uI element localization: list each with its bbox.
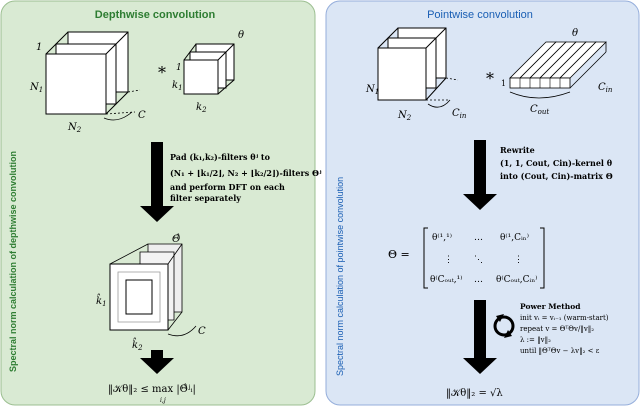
pointwise-cout-brace	[509, 91, 571, 99]
depthwise-step-arrow	[140, 142, 174, 222]
pointwise-dim-n1: N1	[365, 84, 379, 96]
pointwise-conv-operator: *	[486, 69, 494, 88]
pointwise-filter-theta: θ	[572, 28, 578, 39]
padded-theta-hat: Θ̂	[172, 234, 180, 245]
pointwise-channel-brace	[427, 99, 451, 108]
rewrite-text-line1: Rewrite	[500, 145, 535, 155]
pointwise-channels-cin: Cin	[452, 108, 467, 120]
right-side-label: Spectral norm calculation of pointwise c…	[335, 177, 345, 376]
depthwise-result-arrow	[140, 350, 174, 374]
matrix-cell-mid-right: ⋮	[514, 255, 523, 265]
filter-dim-k1: k1	[172, 80, 183, 92]
pointwise-filter-dim-one: 1	[501, 79, 506, 88]
power-iteration-loop-icon	[493, 314, 515, 338]
depthwise-result-sub: i,j	[160, 397, 166, 404]
depthwise-dim-one: 1	[36, 42, 42, 53]
depthwise-conv-operator: *	[158, 63, 166, 82]
left-panel-title: Depthwise convolution	[95, 9, 216, 21]
matrix-cell-top-mid: …	[474, 233, 483, 243]
pointwise-dim-n2: N2	[397, 110, 412, 122]
depthwise-dim-n2: N2	[67, 122, 82, 134]
matrix-cell-bot-left: θ⁽Cₒᵤₜ,¹⁾	[430, 274, 462, 285]
power-method-line4: until ‖ΘᵀΘv − λv‖₂ < ε	[520, 347, 600, 355]
power-method-title: Power Method	[520, 302, 581, 311]
matrix-cell-top-right: θ⁽¹,Cᵢₙ⁾	[500, 232, 529, 243]
pad-text-line2: (N₁ + ⌊k₁/2⌋, N₂ + ⌊k₂/2⌋)-filters Θʲ	[170, 168, 322, 178]
matrix-cell-top-left: θ⁽¹,¹⁾	[432, 232, 452, 243]
pointwise-filter-cout: Cout	[530, 104, 549, 116]
filter-dim-k2: k2	[196, 102, 207, 114]
padded-dim-k2: k̂2	[132, 338, 143, 352]
right-panel-title: Pointwise convolution	[427, 9, 533, 21]
depthwise-channel-brace	[103, 111, 133, 121]
depthwise-channels-c: C	[138, 110, 146, 121]
power-method-line1: init vᵢ = vᵢ₋₁ (warm-start)	[520, 314, 609, 322]
pointwise-filter-cin: Cin	[598, 82, 613, 94]
depthwise-input-tensor	[45, 31, 141, 115]
pointwise-input-tensor	[377, 27, 459, 101]
pointwise-filter-tensor	[509, 41, 607, 89]
matrix-lhs: Θ =	[388, 248, 410, 261]
matrix-cell-bot-right: θ⁽Cₒᵤₜ,Cᵢₙ⁾	[496, 274, 537, 285]
pad-text-line1: Pad (k₁,k₂)-filters θʲ to	[170, 152, 271, 162]
pointwise-result-formula: ‖𝒦θ‖₂ = √λ	[446, 388, 503, 399]
power-method-line3: λ := ‖v‖₂	[520, 336, 551, 344]
padded-channels-c: C	[198, 326, 206, 337]
rewrite-text-line3: into (Cout, Cin)-matrix Θ	[500, 171, 613, 181]
matrix-cell-mid-mid: ⋱	[474, 255, 483, 265]
depthwise-filter-theta: θ	[238, 30, 244, 41]
depthwise-dim-n1: N1	[29, 82, 43, 94]
pointwise-result-arrow	[463, 300, 497, 374]
padded-channel-brace	[167, 325, 197, 337]
matrix-cell-bot-mid: …	[474, 275, 483, 285]
rewrite-text-line2: (1, 1, Cout, Cin)-kernel θ	[500, 158, 613, 168]
padded-tensor	[109, 243, 183, 331]
left-side-label: Spectral norm calculation of depthwise c…	[8, 151, 18, 372]
theta-matrix: Θ = θ⁽¹,¹⁾ … θ⁽¹,Cᵢₙ⁾ ⋮ ⋱ ⋮ θ⁽Cₒᵤₜ,¹⁾ … …	[388, 227, 545, 289]
padded-dim-k1: k̂1	[96, 294, 107, 308]
pointwise-step-arrow	[463, 140, 497, 210]
matrix-cell-mid-left: ⋮	[444, 255, 453, 265]
power-method-line2: repeat v = ΘᵀΘv/‖v‖₂	[520, 325, 594, 333]
pad-text-line4: filter separately	[170, 193, 241, 203]
pad-text-line3: and perform DFT on each	[170, 182, 285, 192]
depthwise-filter-tensor	[183, 43, 235, 95]
filter-dim-one: 1	[176, 63, 182, 73]
depthwise-result-formula: ‖𝒦θ‖₂ ≤ max |Θ̂ʲᵢ|	[108, 384, 196, 395]
